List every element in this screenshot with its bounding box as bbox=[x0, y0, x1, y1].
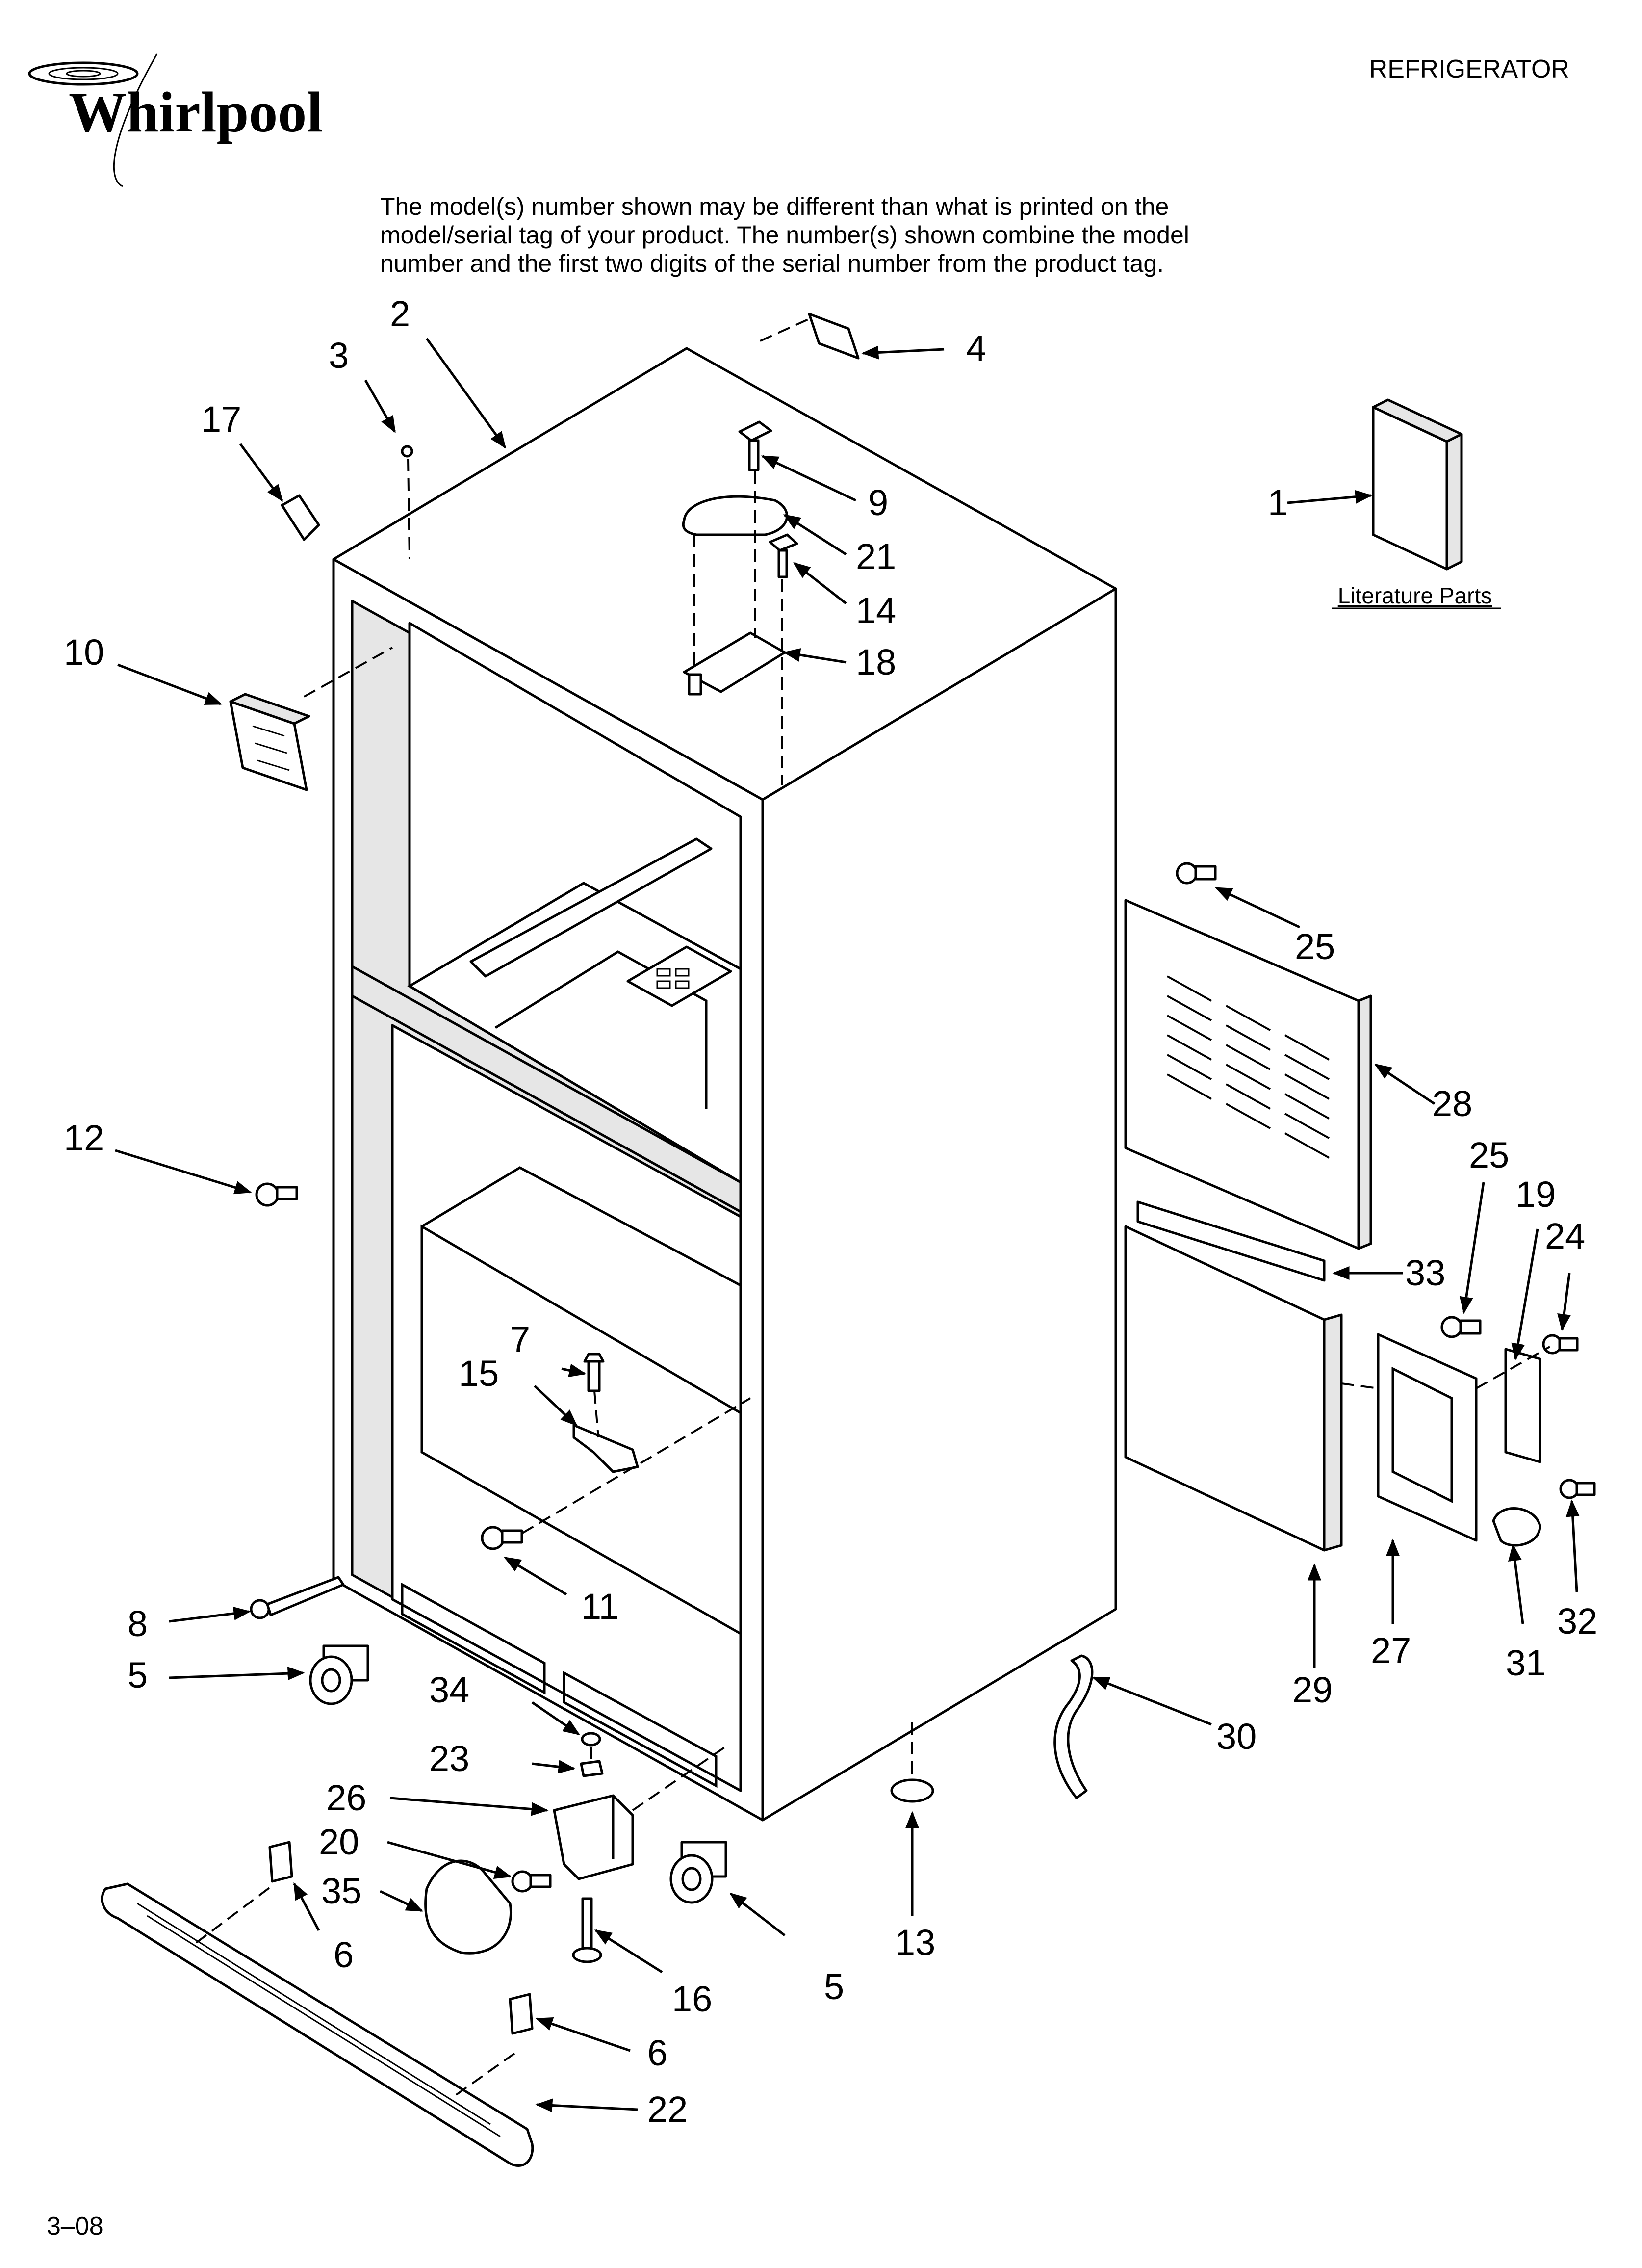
callout-19: 19 bbox=[1515, 1174, 1556, 1215]
pin-part-7 bbox=[583, 1353, 605, 1392]
drain-tube bbox=[1053, 1654, 1094, 1799]
screw-part-11 bbox=[481, 1526, 523, 1550]
cable-clamp bbox=[1492, 1507, 1541, 1547]
rear-access-cover bbox=[1124, 899, 1372, 1250]
callout-14: 14 bbox=[856, 590, 896, 631]
washer-34 bbox=[581, 1732, 601, 1747]
callout-10: 10 bbox=[64, 632, 104, 673]
parts-graphics bbox=[101, 313, 1596, 2167]
assembly-lines bbox=[195, 318, 1550, 2096]
screw-part-24 bbox=[1542, 1334, 1579, 1355]
seal-strip bbox=[1136, 1200, 1326, 1282]
callout-31: 31 bbox=[1506, 1642, 1546, 1683]
leveler-bracket bbox=[553, 1794, 634, 1880]
screw-part-12 bbox=[255, 1182, 298, 1207]
callout-6-right: 6 bbox=[647, 2033, 667, 2073]
callout-6-left: 6 bbox=[334, 1934, 354, 1975]
callout-22: 22 bbox=[647, 2089, 688, 2130]
brand-name: Whirlpool bbox=[69, 80, 323, 144]
callout-30: 30 bbox=[1216, 1716, 1257, 1757]
plug-part-13 bbox=[890, 1778, 934, 1803]
callout-33: 33 bbox=[1405, 1252, 1445, 1293]
whirlpool-logo: Whirlpool bbox=[28, 53, 323, 187]
callout-5-right: 5 bbox=[824, 1966, 844, 2007]
callout-23: 23 bbox=[429, 1738, 469, 1779]
callout-11: 11 bbox=[581, 1586, 619, 1627]
callout-1: 1 bbox=[1268, 482, 1288, 523]
clip-part-6-right bbox=[509, 1993, 534, 2035]
callout-17: 17 bbox=[201, 399, 241, 440]
control-module bbox=[229, 693, 310, 791]
bracket-part-15 bbox=[572, 1424, 639, 1473]
note-line-1: The model(s) number shown may be differe… bbox=[380, 193, 1169, 220]
category-title: REFRIGERATOR bbox=[1369, 55, 1569, 83]
leveling-leg bbox=[572, 1897, 602, 1963]
callout-20: 20 bbox=[319, 1822, 359, 1862]
callout-8: 8 bbox=[128, 1603, 148, 1644]
label-part bbox=[808, 313, 860, 360]
nut-23 bbox=[580, 1760, 604, 1777]
rear-panel bbox=[1124, 1225, 1343, 1552]
screw-part-9 bbox=[738, 420, 772, 471]
small-screw-3 bbox=[401, 445, 413, 458]
callout-18: 18 bbox=[856, 642, 896, 682]
clip-part-17 bbox=[281, 494, 320, 541]
callout-34: 34 bbox=[429, 1669, 469, 1710]
caster-left bbox=[309, 1644, 369, 1705]
callout-12: 12 bbox=[64, 1118, 104, 1158]
callout-27: 27 bbox=[1371, 1630, 1411, 1671]
callout-4: 4 bbox=[966, 328, 986, 368]
callout-25-top: 25 bbox=[1295, 926, 1335, 967]
leader-lines bbox=[115, 338, 1580, 2112]
callout-28: 28 bbox=[1432, 1083, 1472, 1124]
screw-part-8 bbox=[250, 1576, 345, 1619]
screw-part-20 bbox=[511, 1870, 552, 1893]
leveler-cover bbox=[424, 1859, 512, 1955]
clip-part-6-left bbox=[268, 1841, 293, 1883]
literature-parts-label: Literature Parts bbox=[1338, 583, 1492, 608]
caster-right bbox=[669, 1841, 727, 1904]
callout-13: 13 bbox=[895, 1922, 935, 1963]
screw-part-14 bbox=[769, 533, 798, 578]
note-line-2: model/serial tag of your product. The nu… bbox=[380, 221, 1189, 249]
callout-5-left: 5 bbox=[128, 1655, 148, 1695]
callout-16: 16 bbox=[672, 1979, 712, 2019]
callout-26: 26 bbox=[326, 1777, 366, 1818]
callout-21: 21 bbox=[856, 536, 896, 577]
callout-labels: 1 2 3 4 9 21 14 18 17 10 12 25 28 25 19 … bbox=[64, 293, 1597, 2130]
callout-2: 2 bbox=[390, 293, 410, 334]
callout-32: 32 bbox=[1557, 1601, 1597, 1642]
date-code: 3–08 bbox=[47, 2212, 103, 2241]
callout-29: 29 bbox=[1292, 1669, 1333, 1710]
model-number-note: The model(s) number shown may be differe… bbox=[380, 193, 1189, 277]
plate-part-19 bbox=[1504, 1348, 1541, 1463]
mounting-bracket bbox=[1377, 1333, 1478, 1542]
screw-part-25-top bbox=[1176, 862, 1217, 885]
callout-35: 35 bbox=[321, 1871, 361, 1911]
note-line-3: number and the first two digits of the s… bbox=[380, 250, 1164, 277]
callout-15: 15 bbox=[459, 1353, 499, 1394]
hinge-cover bbox=[682, 495, 789, 536]
screw-part-25-right bbox=[1440, 1316, 1482, 1338]
refrigerator-cabinet bbox=[332, 347, 1117, 1822]
toe-grille bbox=[101, 1882, 534, 2167]
callout-24: 24 bbox=[1545, 1216, 1585, 1256]
callout-3: 3 bbox=[329, 335, 349, 376]
callout-7: 7 bbox=[510, 1319, 530, 1359]
callout-9: 9 bbox=[868, 482, 888, 523]
screw-part-32 bbox=[1559, 1479, 1596, 1499]
callout-25-right: 25 bbox=[1469, 1135, 1509, 1175]
